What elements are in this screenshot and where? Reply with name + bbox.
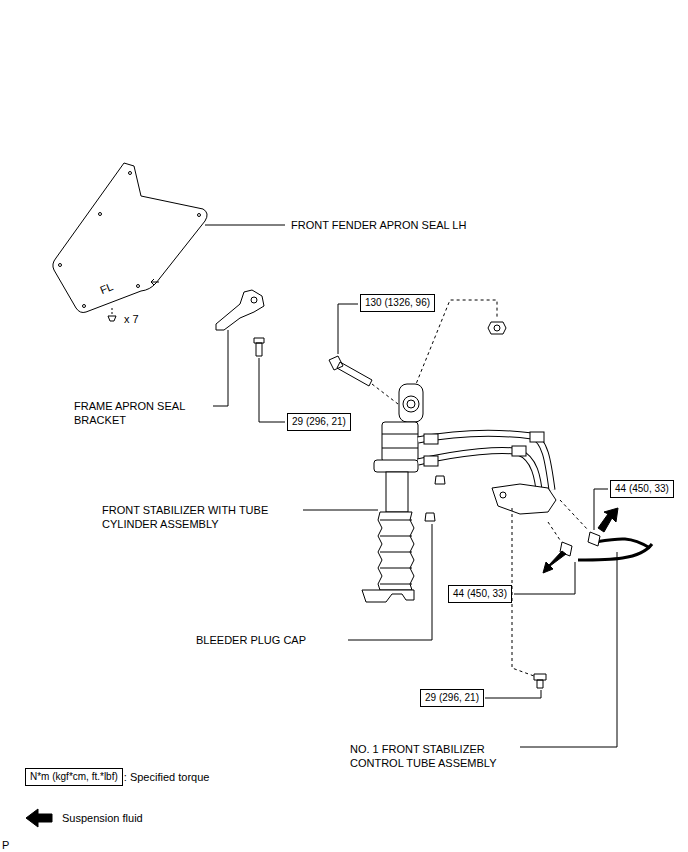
torque-box: 44 (450, 33) — [610, 480, 674, 498]
legend-torque-box: N*m (kgf*cm, ft.*lbf) — [25, 768, 123, 786]
torque-value: N*m (kgf*cm, ft.*lbf) — [30, 771, 118, 782]
torque-value: 44 (450, 33) — [615, 483, 669, 494]
bracket — [216, 290, 264, 330]
apron-seal — [53, 163, 207, 313]
torque-value: 29 (296, 21) — [425, 692, 479, 703]
legend-text: Suspension fluid — [62, 811, 143, 825]
torque-box: 130 (1326, 96) — [360, 294, 435, 312]
part-name: FRONT FENDER APRON SEAL LH — [291, 218, 466, 232]
clip — [108, 316, 116, 321]
bolt — [254, 338, 264, 356]
stabilizer-cylinder — [362, 384, 423, 602]
torque-value: 130 (1326, 96) — [365, 297, 430, 308]
fluid-arrow — [598, 508, 618, 532]
direction-arrow — [151, 279, 159, 285]
torque-value: 29 (296, 21) — [292, 416, 346, 427]
hoses — [418, 432, 556, 514]
torque-box: 29 (296, 21) — [420, 689, 484, 707]
page-mark: P — [2, 838, 9, 852]
legend-text: : Specified torque — [124, 770, 210, 784]
torque-value: 44 (450, 33) — [453, 588, 507, 599]
control-tube — [548, 500, 652, 560]
legend-arrow — [26, 809, 52, 827]
bolt — [329, 356, 372, 386]
nut — [488, 322, 506, 334]
torque-box: 29 (296, 21) — [287, 413, 351, 431]
part-name: FRONT STABILIZER WITH TUBE CYLINDER ASSE… — [102, 503, 298, 531]
quantity: x 7 — [124, 312, 139, 326]
part-name: FRAME APRON SEAL BRACKET — [74, 399, 202, 427]
part-name: BLEEDER PLUG CAP — [196, 633, 306, 647]
torque-box: 44 (450, 33) — [448, 585, 512, 603]
bolt — [534, 674, 546, 688]
fluid-arrow — [543, 551, 566, 573]
part-name: NO. 1 FRONT STABILIZER CONTROL TUBE ASSE… — [350, 742, 516, 770]
